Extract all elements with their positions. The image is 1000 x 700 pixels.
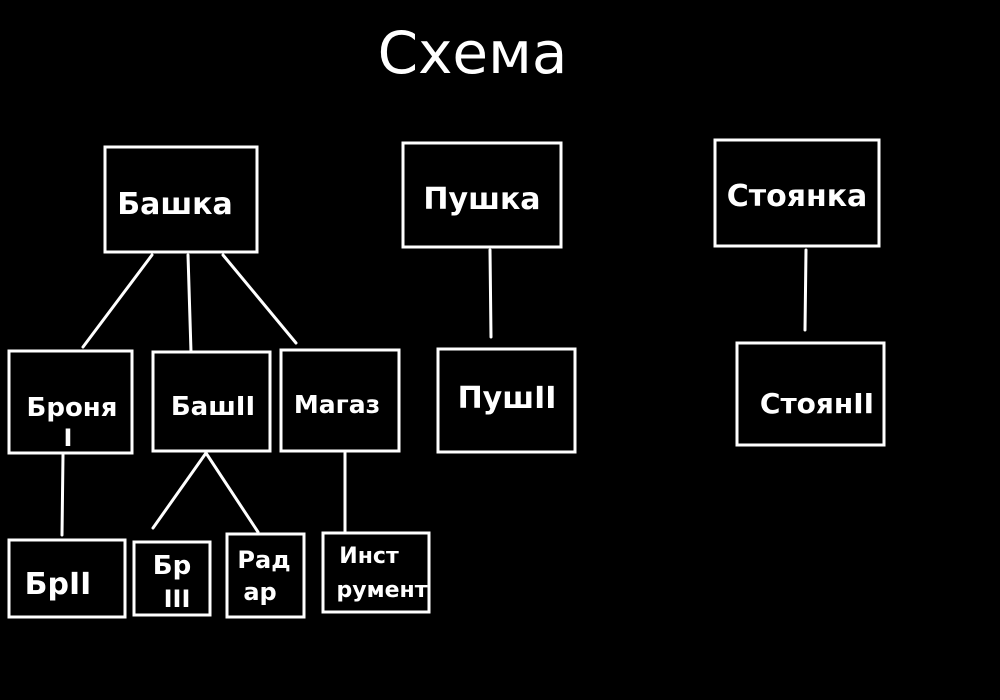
diagram-title: Схема bbox=[377, 19, 568, 87]
node-radar-label-line2: ар bbox=[243, 578, 276, 606]
node-pushka: Пушка bbox=[401, 141, 563, 249]
node-br2-label: БрII bbox=[25, 567, 92, 602]
node-br3-numeral: III bbox=[164, 585, 191, 613]
node-stoyan2: СтоянII bbox=[735, 341, 886, 447]
node-bash2-label: БашII bbox=[171, 392, 255, 422]
node-bronya-label: Броня bbox=[27, 393, 118, 423]
node-instrument-label: Инст bbox=[339, 544, 399, 569]
node-magaz: Магаз bbox=[279, 348, 401, 453]
node-bronya-numeral: I bbox=[64, 424, 73, 452]
node-push2: ПушII bbox=[436, 347, 577, 454]
edge-bashka-magaz bbox=[221, 253, 298, 345]
node-br3-label: Бр bbox=[153, 551, 191, 581]
node-instrument-label-line2: румент bbox=[337, 578, 428, 603]
edge-bashka-bash2 bbox=[186, 253, 193, 354]
node-instrument: Инст румент bbox=[321, 531, 431, 614]
edge-bash2-radar bbox=[204, 451, 260, 534]
edge-bash2-br3 bbox=[151, 451, 208, 530]
node-pushka-label: Пушка bbox=[423, 182, 540, 217]
node-br3: Бр III bbox=[132, 540, 212, 617]
node-radar: Рад ар bbox=[225, 532, 306, 619]
node-stoyanka-label: Стоянка bbox=[727, 179, 868, 214]
edge-bronya-br2 bbox=[60, 453, 65, 537]
node-radar-label: Рад bbox=[237, 546, 290, 574]
node-push2-label: ПушII bbox=[458, 381, 557, 416]
edge-bashka-bronya bbox=[81, 253, 154, 349]
node-stoyanka: Стоянка bbox=[713, 138, 881, 248]
node-stoyan2-label: СтоянII bbox=[760, 387, 874, 420]
edge-pushka-push2 bbox=[488, 248, 493, 339]
node-bronya: Броня I bbox=[7, 349, 134, 455]
node-bashka: Башка bbox=[103, 145, 259, 254]
node-br2: БрII bbox=[7, 538, 127, 619]
node-magaz-label: Магаз bbox=[294, 390, 380, 419]
node-bash2: БашII bbox=[151, 350, 272, 453]
edge-stoyanka-stoyan2 bbox=[803, 248, 808, 332]
node-bashka-label: Башка bbox=[117, 187, 233, 222]
